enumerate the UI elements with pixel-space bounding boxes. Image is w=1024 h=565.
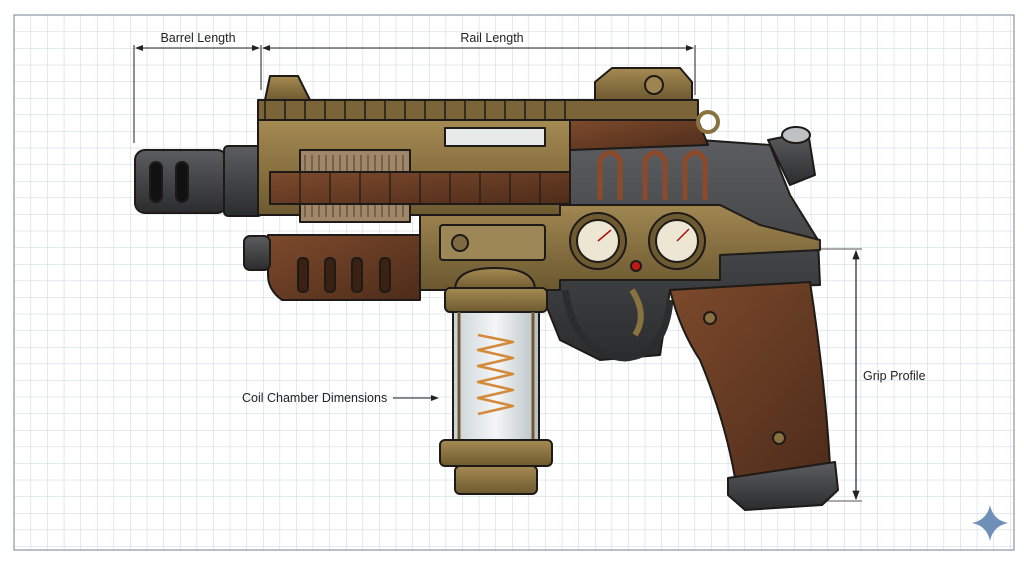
coil-chamber-label: Coil Chamber Dimensions <box>242 391 387 405</box>
wooden-grip <box>669 281 831 479</box>
sparkle-icon <box>972 505 1008 541</box>
rail-length-dimension <box>262 45 696 95</box>
coil-chamber <box>439 267 553 495</box>
rail-length-label: Rail Length <box>460 31 523 45</box>
barrel-length-dimension <box>133 45 262 143</box>
barrel-length-label: Barrel Length <box>160 31 235 45</box>
steampunk-pistol-illustration <box>134 67 839 511</box>
grip-profile-label: Grip Profile <box>863 369 926 383</box>
